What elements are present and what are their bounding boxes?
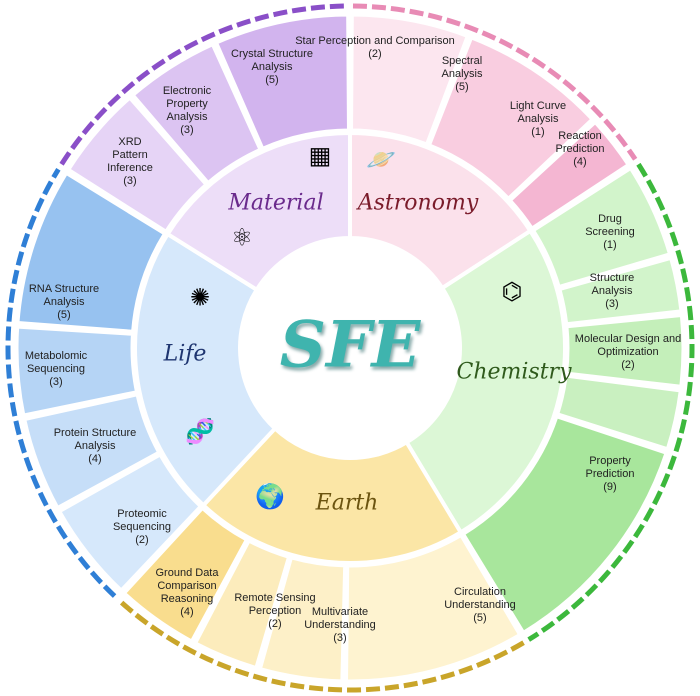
- domain-label-earth: Earth: [315, 490, 379, 516]
- domain-segment-chemistry: [403, 228, 567, 536]
- subtask-segment-material-1: [131, 43, 262, 184]
- domain-label-astronomy: Astronomy: [357, 190, 479, 216]
- subtask-segment-life-1: [23, 393, 161, 509]
- subtask-star-perception: Star Perception and Comparison(2): [295, 35, 455, 60]
- subtask-molecular-design: Molecular Design and Optimization(2): [574, 333, 682, 371]
- subtask-ground-data: Ground Data Comparison Reasoning(4): [155, 567, 219, 618]
- cell-icon: ✺: [189, 284, 211, 312]
- center-circle: [242, 240, 458, 456]
- subtask-segment-life-0: [58, 453, 202, 592]
- outer-dash-arc-earth: [117, 598, 525, 693]
- subtask-segment-chemistry-4: [462, 415, 668, 634]
- domain-segment-astronomy: [348, 130, 534, 291]
- subtask-metabolomic: Metabolomic Sequencing(3): [24, 350, 88, 388]
- center-title: SFE: [279, 307, 421, 383]
- subtask-segment-astronomy-0: [350, 13, 469, 146]
- subtask-segment-earth-3: [123, 506, 248, 643]
- subtask-spectral-analysis: Spectral Analysis(5): [441, 55, 483, 93]
- subtask-segment-life-3: [16, 172, 166, 333]
- domain-segment-earth: [200, 425, 464, 565]
- globe-icon: 🌍: [255, 483, 285, 511]
- subtask-remote-sensing: Remote Sensing Perception(2): [234, 592, 316, 630]
- domain-segment-material: [164, 130, 352, 293]
- subtask-circulation: Circulation Understanding(5): [444, 586, 516, 624]
- subtask-protein-structure: Protein Structure Analysis(4): [53, 427, 137, 465]
- domain-label-chemistry: Chemistry: [456, 359, 572, 385]
- subtask-electronic-property: Electronic Property Analysis(3): [162, 85, 212, 136]
- outer-dash-arc-chemistry: [527, 162, 695, 642]
- subtask-property-prediction: Property Prediction(9): [585, 455, 635, 493]
- dna-icon: 🧬: [185, 418, 215, 446]
- subtask-segment-earth-2: [194, 539, 290, 669]
- subtask-segment-chemistry-3: [556, 374, 682, 451]
- subtask-segment-chemistry-0: [532, 167, 671, 288]
- crystal-lattice-icon: ▦: [308, 142, 332, 170]
- subtask-segment-material-0: [67, 96, 208, 233]
- subtask-segment-chemistry-1: [558, 256, 683, 326]
- subtask-segment-life-2: [15, 325, 138, 417]
- subtask-segment-material-2: [215, 13, 350, 150]
- subtask-light-curve: Light Curve Analysis(1): [509, 100, 567, 138]
- outer-dash-arc-material: [59, 3, 348, 166]
- subtask-segment-earth-0: [345, 534, 522, 683]
- outer-dash-arc-life: [5, 168, 117, 598]
- subtask-reaction-prediction: Reaction Prediction(4): [555, 130, 605, 168]
- subtask-segment-astronomy-1: [428, 36, 594, 200]
- atom-icon: ⚛: [231, 224, 253, 252]
- subtask-segment-astronomy-2: [508, 121, 630, 230]
- domain-label-life: Life: [163, 341, 207, 367]
- jupiter-icon: 🪐: [366, 146, 396, 174]
- subtask-xrd: XRD Pattern Inference(3): [107, 136, 153, 187]
- subtask-structure-analysis: Structure Analysis(3): [589, 272, 635, 310]
- subtask-rna-structure: RNA Structure Analysis(5): [28, 283, 100, 321]
- domain-segment-life: [133, 231, 278, 509]
- outer-dash-arc-astronomy: [352, 3, 638, 161]
- subtask-segment-earth-1: [258, 556, 347, 683]
- domain-label-material: Material: [228, 190, 324, 216]
- subtask-proteomic: Proteomic Sequencing(2): [112, 508, 172, 546]
- subtask-multivariate: Multivariate Understanding(3): [304, 606, 376, 644]
- subtask-drug-screening: Drug Screening(1): [585, 213, 635, 251]
- molecule-icon: ⌬: [501, 278, 523, 306]
- subtask-crystal-structure: Crystal Structure Analysis(5): [231, 48, 313, 86]
- subtask-segment-chemistry-2: [565, 314, 685, 388]
